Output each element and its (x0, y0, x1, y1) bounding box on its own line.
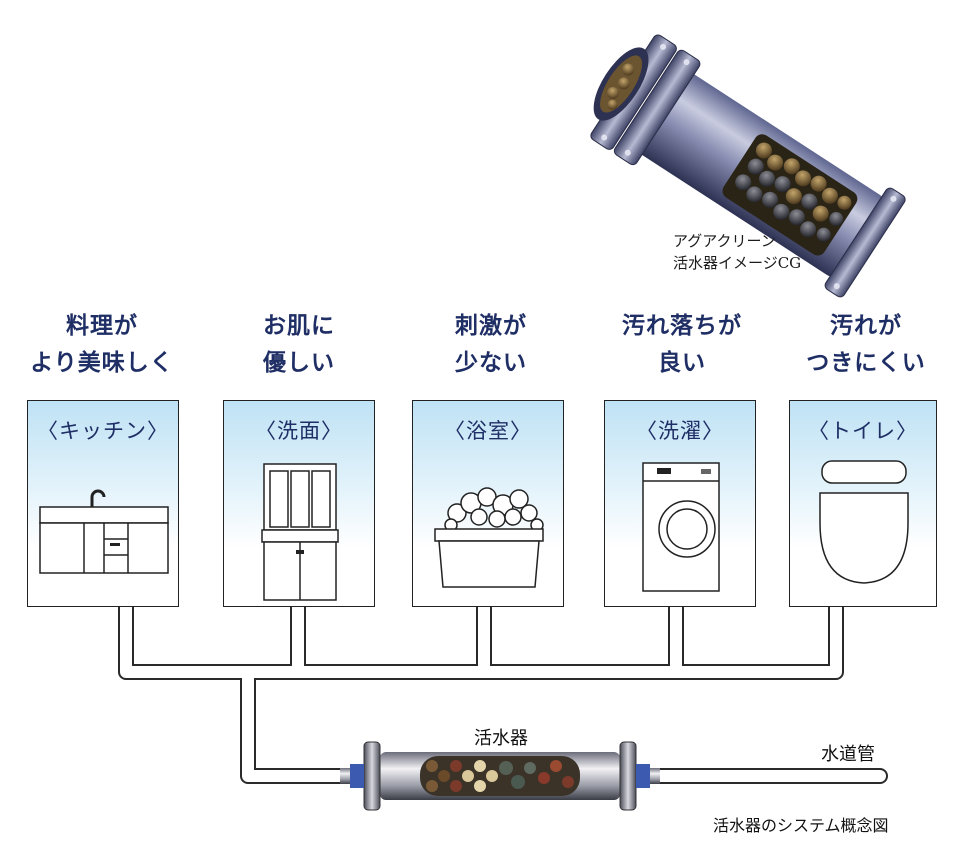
benefit-bathroom-line1: 刺激が (455, 312, 527, 339)
toilet-icon (819, 460, 909, 584)
benefit-laundry-line1: 汚れ落ちが (622, 312, 742, 339)
room-laundry-title: 〈洗濯〉 (636, 419, 724, 443)
product-caption-line1: アグアクリーン (673, 232, 776, 250)
room-kitchen-title: 〈キッチン〉 (37, 419, 169, 443)
room-washroom-title: 〈洗面〉 (255, 419, 343, 443)
kitchen-sink-icon (39, 489, 169, 574)
bathtub-bubbles-icon (434, 487, 544, 588)
figure-caption: 活水器のシステム概念図 (713, 816, 889, 835)
water-activator-device (340, 741, 660, 811)
pipe-label: 水道管 (821, 744, 875, 765)
benefit-kitchen-line2: より美味しく (30, 349, 174, 376)
room-kitchen: 〈キッチン〉 (27, 400, 179, 607)
benefit-toilet-line1: 汚れが (830, 312, 902, 339)
benefit-washroom: お肌に 優しい (214, 307, 384, 381)
benefit-washroom-line1: お肌に (263, 312, 335, 339)
room-washroom: 〈洗面〉 (223, 400, 375, 607)
benefit-toilet: 汚れが つきにくい (781, 307, 951, 381)
room-toilet-title: 〈トイレ〉 (808, 419, 918, 443)
room-bathroom: 〈浴室〉 (412, 400, 564, 607)
benefit-washroom-line2: 優しい (263, 349, 335, 376)
device-label: 活水器 (474, 728, 528, 749)
washing-machine-icon (642, 462, 720, 592)
benefit-laundry: 汚れ落ちが 良い (597, 307, 767, 381)
benefit-kitchen-line1: 料理が (66, 312, 138, 339)
product-caption: アグアクリーン 活水器イメージCG (673, 230, 801, 274)
room-toilet: 〈トイレ〉 (789, 400, 937, 607)
room-laundry: 〈洗濯〉 (604, 400, 756, 607)
benefit-toilet-line2: つきにくい (806, 349, 926, 376)
benefit-bathroom: 刺激が 少ない (406, 307, 576, 381)
vanity-cabinet-icon (261, 463, 339, 601)
filter-media-balls (735, 142, 852, 242)
room-bathroom-title: 〈浴室〉 (444, 419, 532, 443)
benefit-laundry-line2: 良い (658, 349, 706, 376)
product-caption-line2: 活水器イメージCG (673, 254, 802, 272)
benefit-kitchen: 料理が より美味しく (17, 307, 187, 381)
benefit-bathroom-line2: 少ない (455, 349, 527, 376)
water-activator-cg-image (590, 34, 906, 298)
